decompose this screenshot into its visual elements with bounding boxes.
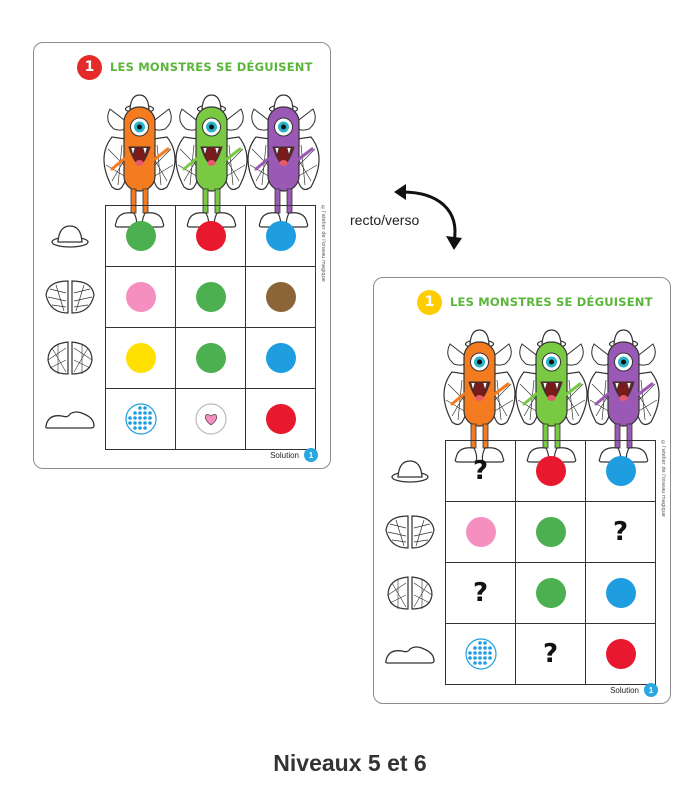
row-icons bbox=[44, 205, 96, 449]
row-icons bbox=[384, 440, 436, 684]
red-dot bbox=[265, 404, 296, 434]
copyright-text: ©l'atelier de l'oiseau magique bbox=[660, 440, 666, 517]
grid-cell bbox=[516, 441, 586, 502]
monster-icon bbox=[586, 312, 661, 477]
back-card: 1 LES MONSTRES SE DÉGUISENT bbox=[373, 277, 671, 704]
green-dot bbox=[125, 221, 156, 251]
grid-cell: ? bbox=[516, 624, 586, 685]
front-card: 1 LES MONSTRES SE DÉGUISENT bbox=[33, 42, 331, 469]
blue-dot bbox=[605, 578, 636, 608]
card-title: LES MONSTRES SE DÉGUISENT bbox=[110, 60, 313, 74]
blue-dotted-circle-icon bbox=[124, 402, 158, 436]
wings-striped-icon bbox=[44, 266, 96, 327]
number-badge: 1 bbox=[417, 289, 442, 315]
grid-cell bbox=[176, 389, 246, 450]
grid-cell bbox=[516, 502, 586, 563]
flip-arrow-icon bbox=[394, 184, 462, 250]
grid-cell: ? bbox=[586, 502, 656, 563]
solution-text: Solution bbox=[270, 450, 299, 460]
grid-cell bbox=[246, 206, 316, 267]
solution-number-badge: 1 bbox=[644, 683, 658, 697]
wings-striped-icon bbox=[384, 501, 436, 562]
solution-label: Solution 1 bbox=[610, 683, 658, 697]
solution-label: Solution 1 bbox=[270, 448, 318, 462]
caption: Niveaux 5 et 6 bbox=[273, 750, 427, 776]
solution-number-badge: 1 bbox=[304, 448, 318, 462]
grid-cell bbox=[586, 441, 656, 502]
monster-icon bbox=[442, 312, 517, 477]
grid-cell bbox=[586, 563, 656, 624]
copyright-text: ©l'atelier de l'oiseau magique bbox=[320, 205, 326, 282]
green-dot bbox=[535, 517, 566, 547]
wings-net-icon bbox=[384, 562, 436, 623]
blue-dotted-circle-icon bbox=[464, 637, 498, 671]
puzzle-grid bbox=[105, 205, 316, 450]
grid-cell bbox=[246, 267, 316, 328]
question-mark-icon: ? bbox=[542, 639, 559, 669]
monsters-illustration bbox=[442, 312, 662, 477]
red-dot bbox=[605, 639, 636, 669]
grid-cell bbox=[106, 389, 176, 450]
green-dot bbox=[195, 282, 226, 312]
red-dot bbox=[195, 221, 226, 251]
solution-text: Solution bbox=[610, 685, 639, 695]
blue-dot bbox=[265, 221, 296, 251]
grid-cell bbox=[106, 267, 176, 328]
pink-heart-circle-icon bbox=[194, 402, 228, 436]
monsters-illustration bbox=[102, 77, 322, 242]
yellow-dot bbox=[125, 343, 156, 373]
grid-cell bbox=[246, 389, 316, 450]
grid-cell: ? bbox=[446, 441, 516, 502]
shoes-icon bbox=[384, 623, 436, 684]
blue-dot bbox=[605, 456, 636, 486]
grid-cell bbox=[176, 206, 246, 267]
green-dot bbox=[535, 578, 566, 608]
shoes-icon bbox=[44, 388, 96, 449]
blue-dot bbox=[265, 343, 296, 373]
monster-icon bbox=[102, 77, 177, 242]
grid-cell bbox=[106, 206, 176, 267]
grid-cell bbox=[106, 328, 176, 389]
grid-cell bbox=[446, 502, 516, 563]
puzzle-grid: ???? bbox=[445, 440, 656, 685]
flip-label: recto/verso bbox=[350, 212, 420, 228]
pink-dot bbox=[125, 282, 156, 312]
card-header: 1 LES MONSTRES SE DÉGUISENT bbox=[417, 289, 653, 315]
grid-cell bbox=[516, 563, 586, 624]
red-dot bbox=[535, 456, 566, 486]
grid-cell bbox=[246, 328, 316, 389]
number-badge: 1 bbox=[77, 54, 102, 80]
monster-icon bbox=[246, 77, 321, 242]
hat-icon bbox=[44, 205, 96, 266]
pink-dot bbox=[465, 517, 496, 547]
card-title: LES MONSTRES SE DÉGUISENT bbox=[450, 295, 653, 309]
grid-cell bbox=[176, 267, 246, 328]
brown-dot bbox=[265, 282, 296, 312]
grid-cell bbox=[586, 624, 656, 685]
monster-icon bbox=[174, 77, 249, 242]
green-dot bbox=[195, 343, 226, 373]
question-mark-icon: ? bbox=[472, 578, 489, 608]
question-mark-icon: ? bbox=[612, 517, 629, 547]
wings-net-icon bbox=[44, 327, 96, 388]
grid-cell bbox=[446, 624, 516, 685]
grid-cell: ? bbox=[446, 563, 516, 624]
question-mark-icon: ? bbox=[472, 456, 489, 486]
grid-cell bbox=[176, 328, 246, 389]
card-header: 1 LES MONSTRES SE DÉGUISENT bbox=[77, 54, 313, 80]
hat-icon bbox=[384, 440, 436, 501]
